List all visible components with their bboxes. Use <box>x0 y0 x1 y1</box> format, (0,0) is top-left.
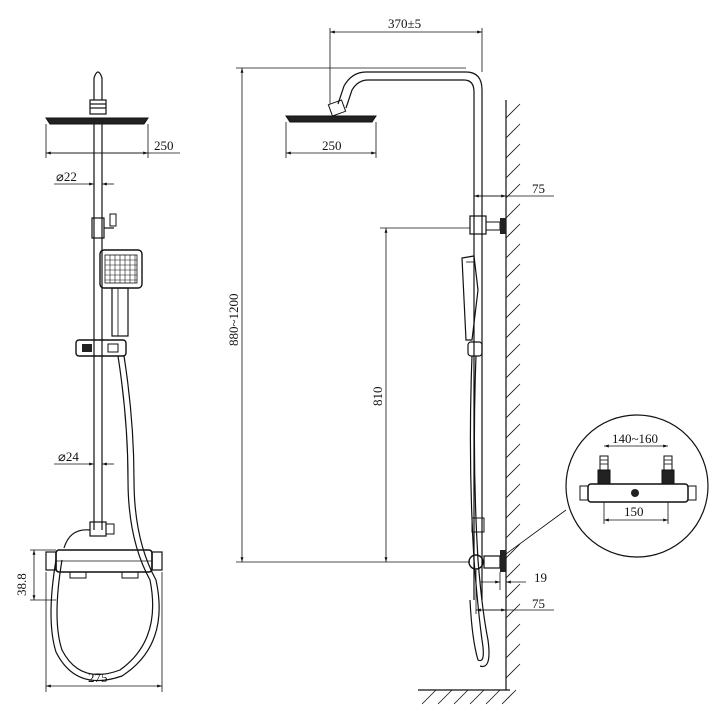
side-shower-head <box>285 99 377 123</box>
side-hand-shower <box>461 255 483 357</box>
front-rail-dia-label: ⌀24 <box>58 449 79 464</box>
side-height-range-label: 880~1200 <box>226 293 241 346</box>
side-view: 370±5 250 75 880~1200 810 19 75 <box>226 16 567 705</box>
front-shower-head <box>45 99 149 125</box>
floor-hatch-icon <box>418 689 517 705</box>
side-wall-offset-bottom-label: 75 <box>532 596 545 611</box>
front-body-width-label: 275 <box>88 670 108 685</box>
front-head-width-label: 250 <box>154 138 174 153</box>
side-wall-offset-body-label: 19 <box>534 570 547 585</box>
side-wall-offset-top-label: 75 <box>532 181 545 196</box>
front-view: 250 ⌀22 ⌀24 38.8 275 <box>14 71 180 692</box>
side-head-width-label: 250 <box>322 138 342 153</box>
side-arm-reach-label: 370±5 <box>388 16 421 31</box>
slide-holder <box>75 339 127 357</box>
detail-view: 140~160 150 <box>565 414 709 558</box>
detail-inlet-right <box>661 455 675 485</box>
detail-inlet-left <box>597 455 611 485</box>
diverter-knob <box>104 213 117 229</box>
front-pipe-dia-label: ⌀22 <box>56 169 77 184</box>
side-inlet-height-label: 810 <box>370 387 385 407</box>
detail-center-distance-label: 150 <box>624 504 644 519</box>
front-hand-shower <box>99 249 143 337</box>
wall-hatch-icon <box>505 100 521 690</box>
front-thermostatic-body <box>45 549 163 579</box>
detail-center-range-label: 140~160 <box>612 431 658 446</box>
front-body-height-label: 38.8 <box>14 573 29 596</box>
